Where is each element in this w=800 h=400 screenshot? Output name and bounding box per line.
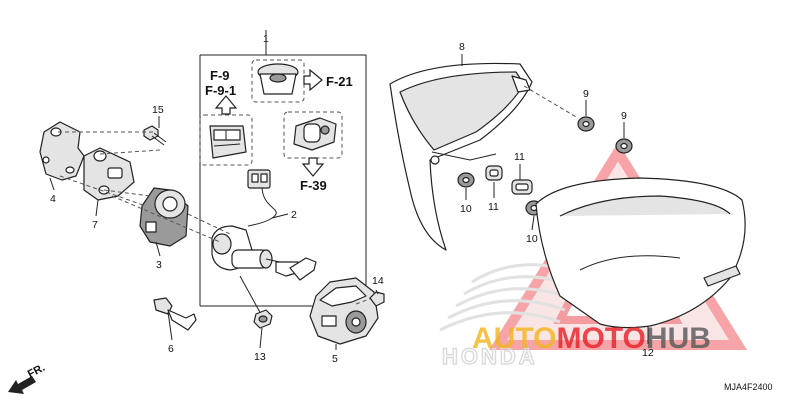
front-direction-label: FR. <box>26 362 47 381</box>
lock-cylinder-part3 <box>139 187 189 247</box>
ref-f9-1: F-9-1 <box>205 83 236 98</box>
screw-part14 <box>355 291 385 307</box>
ref-f9: F-9 <box>210 68 230 83</box>
front-direction-arrow: FR. <box>8 362 47 394</box>
callout-11b: 11 <box>514 151 525 163</box>
side-cover-part8 <box>389 62 579 251</box>
plate-part7 <box>83 147 135 201</box>
callout-5: 5 <box>332 353 338 365</box>
callout-10b: 10 <box>526 233 538 245</box>
grommet-part11-b <box>511 179 533 195</box>
callout-4: 4 <box>50 193 56 205</box>
bracket-part4 <box>39 121 85 181</box>
grommet-part10-a <box>457 172 475 188</box>
arrow-right-to-f21 <box>303 68 323 92</box>
watermark-word-hub: HUB <box>646 322 711 355</box>
screw-part13 <box>239 275 273 329</box>
callout-6: 6 <box>168 343 174 355</box>
arrow-up-to-f9 <box>214 95 238 115</box>
watermark-brand-mark: HONDA <box>442 344 538 369</box>
ref-f39: F-39 <box>300 178 327 193</box>
callout-10a: 10 <box>460 203 472 215</box>
grommet-part9-a <box>577 116 595 132</box>
callout-2: 2 <box>291 209 297 221</box>
callout-14: 14 <box>372 275 384 287</box>
installation-lines-left <box>58 131 231 243</box>
callout-9a: 9 <box>583 88 589 100</box>
watermark-word-auto: AUTO <box>472 322 556 355</box>
watermark-word-moto: MOTO <box>556 322 645 355</box>
callout-11a: 11 <box>488 201 499 213</box>
ignition-switch-part2 <box>211 169 317 281</box>
grommet-part11-a <box>485 165 503 181</box>
bolt-part15 <box>143 125 167 146</box>
switch-cover-part5 <box>309 277 379 345</box>
callout-13: 13 <box>254 351 266 363</box>
grommet-part9-b <box>615 138 633 154</box>
assembly-frame-part1 <box>199 30 367 307</box>
svg-text:AUTOMOTOHUB: AUTOMOTOHUB <box>472 322 711 355</box>
callout-9b: 9 <box>621 110 627 122</box>
leader-lines <box>49 54 649 350</box>
callout-12: 12 <box>642 347 654 359</box>
grommet-part-f9 <box>199 114 253 166</box>
ref-f21: F-21 <box>326 74 353 89</box>
callout-15: 15 <box>152 104 164 116</box>
diagram-code: MJA4F2400 <box>724 382 773 392</box>
cap-part-f21 <box>251 59 305 103</box>
key-part6 <box>153 297 197 331</box>
callout-numbers: 1 2 3 4 5 6 7 8 9 9 10 10 11 11 12 13 14… <box>50 33 654 365</box>
arrow-down-to-f39 <box>301 157 325 177</box>
callout-7: 7 <box>92 219 98 231</box>
callout-8: 8 <box>459 41 465 53</box>
side-cover-part12 <box>535 177 746 329</box>
callout-1: 1 <box>263 33 269 45</box>
cover-part-f39 <box>283 111 343 159</box>
callout-3: 3 <box>156 259 162 271</box>
watermark-wordmark: AUTOMOTOHUB <box>472 322 711 355</box>
